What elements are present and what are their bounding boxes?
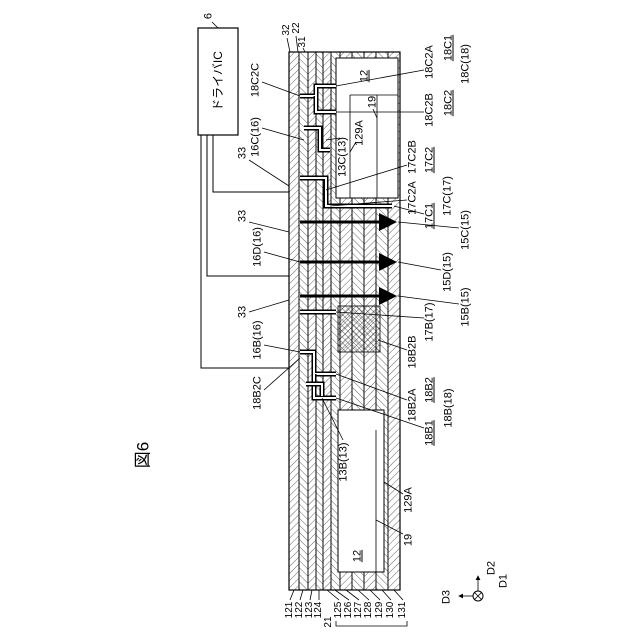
direction-label-d3: D3 [442, 590, 453, 604]
cavity-lower [338, 410, 384, 572]
layer-label-128: 128 [364, 602, 374, 619]
label-16c: 16C(16) [251, 117, 262, 157]
leader-line [249, 300, 289, 312]
label-18c1: 18C1 [444, 35, 455, 61]
label-17c: 17C(17) [443, 176, 454, 216]
label-129a-upper: 129A [355, 120, 366, 146]
label-33-upper: 33 [238, 147, 249, 159]
label-33-middle: 33 [238, 210, 249, 222]
leader-line [310, 590, 312, 600]
label-12-lower: 12 [353, 550, 364, 562]
layer-121 [289, 52, 299, 590]
label-18c2: 18C2 [444, 90, 455, 116]
layer-123 [308, 52, 316, 590]
label-17c2a: 17C2A [408, 181, 419, 215]
label-18c: 18C(18) [461, 44, 472, 84]
label-15c: 15C(15) [461, 210, 472, 250]
leader-line [290, 590, 294, 600]
label-18c2b: 18C2B [425, 93, 436, 127]
leader-line [249, 160, 289, 186]
label-15d: 15D(15) [443, 252, 454, 292]
label-13b: 13B(13) [339, 442, 350, 481]
leader-line [394, 590, 403, 600]
figure-label: 図6 [135, 442, 152, 468]
driver-ic-ref: 6 [204, 13, 215, 19]
label-18c2a: 18C2A [425, 45, 436, 79]
label-18b2: 18B2 [425, 377, 436, 403]
label-16d: 16D(16) [253, 227, 264, 267]
direction-label-d2: D2 [487, 561, 498, 575]
layer-label-129: 129 [375, 602, 385, 619]
direction-label-d1: D1 [499, 574, 510, 588]
label-22: 22 [292, 22, 302, 33]
element-region-lower [338, 410, 384, 572]
wire-to-16b [201, 135, 289, 368]
driver-ic-text: ドライバIC [212, 51, 224, 111]
label-18b1: 18B1 [425, 420, 436, 446]
label-19-lower: 19 [404, 534, 415, 546]
leader-line [398, 262, 441, 270]
layer-125 [323, 52, 331, 590]
leader-line [287, 38, 290, 52]
label-12-upper: 12 [360, 70, 371, 82]
label-17c1: 17C1 [425, 203, 436, 229]
label-17b: 17B(17) [425, 302, 436, 341]
leader-line [300, 590, 303, 600]
label-18b2a: 18B2A [408, 388, 419, 421]
leader-line [382, 590, 391, 600]
label-17c2b: 17C2B [408, 140, 419, 174]
leader-line [346, 590, 359, 600]
leader-line [358, 590, 369, 600]
label-33-lower: 33 [238, 306, 249, 318]
leader-line [212, 22, 218, 28]
label-16b: 16B(16) [253, 320, 264, 359]
label-13c: 13C(13) [338, 137, 349, 177]
layer-122 [299, 52, 308, 590]
leader-line [370, 590, 380, 600]
direction-indicator [459, 576, 483, 601]
label-31: 31 [298, 36, 308, 47]
label-15b: 15B(15) [461, 287, 472, 326]
label-18b2b: 18B2B [408, 335, 419, 368]
label-18b2c: 18B2C [253, 376, 264, 410]
layer-label-131: 131 [398, 602, 408, 619]
label-19-upper: 19 [368, 96, 379, 108]
label-18b: 18B(18) [444, 388, 455, 427]
label-18c2c: 18C2C [251, 63, 262, 97]
label-17c2: 17C2 [425, 147, 436, 173]
layer-label-130: 130 [386, 602, 396, 619]
label-129a-lower: 129A [404, 487, 415, 513]
group-brace-21 [336, 621, 407, 626]
